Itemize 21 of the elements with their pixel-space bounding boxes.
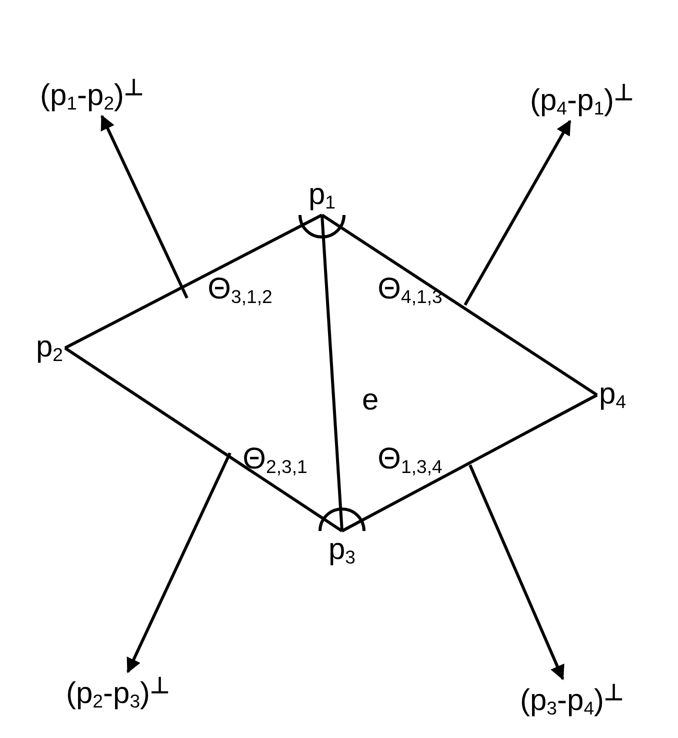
- vector-label: (p$_{1}$-p$_{2}$)$^{⊥}$: [38, 74, 146, 116]
- arrow: [126, 452, 232, 674]
- line: [64, 346, 343, 532]
- vector-label: (p$_{4}$-p$_{1}$)$^{⊥}$: [528, 78, 636, 122]
- angle-label: Θ$_{1,3,4}$: [376, 441, 444, 480]
- vector-label: (p$_{2}$-p$_{3}$)$^{⊥}$: [64, 672, 172, 714]
- line: [321, 214, 598, 396]
- arrow: [100, 114, 188, 299]
- point-label: p$_{1}$: [306, 176, 338, 215]
- line: [320, 214, 344, 532]
- arrow: [464, 120, 572, 306]
- angle-label: Θ$_{2,3,1}$: [242, 441, 308, 480]
- line: [341, 394, 598, 532]
- angle-label: Θ$_{3,1,2}$: [206, 271, 274, 310]
- point-label: p$_{4}$: [597, 375, 628, 415]
- arrow: [468, 464, 564, 680]
- line: [64, 214, 323, 350]
- point-label: p$_{2}$: [34, 328, 65, 368]
- vector-label: (p$_{3}$-p$_{4}$)$^{⊥}$: [518, 678, 626, 722]
- point-label: p$_{3}$: [326, 531, 358, 570]
- edge-label: e: [361, 382, 380, 418]
